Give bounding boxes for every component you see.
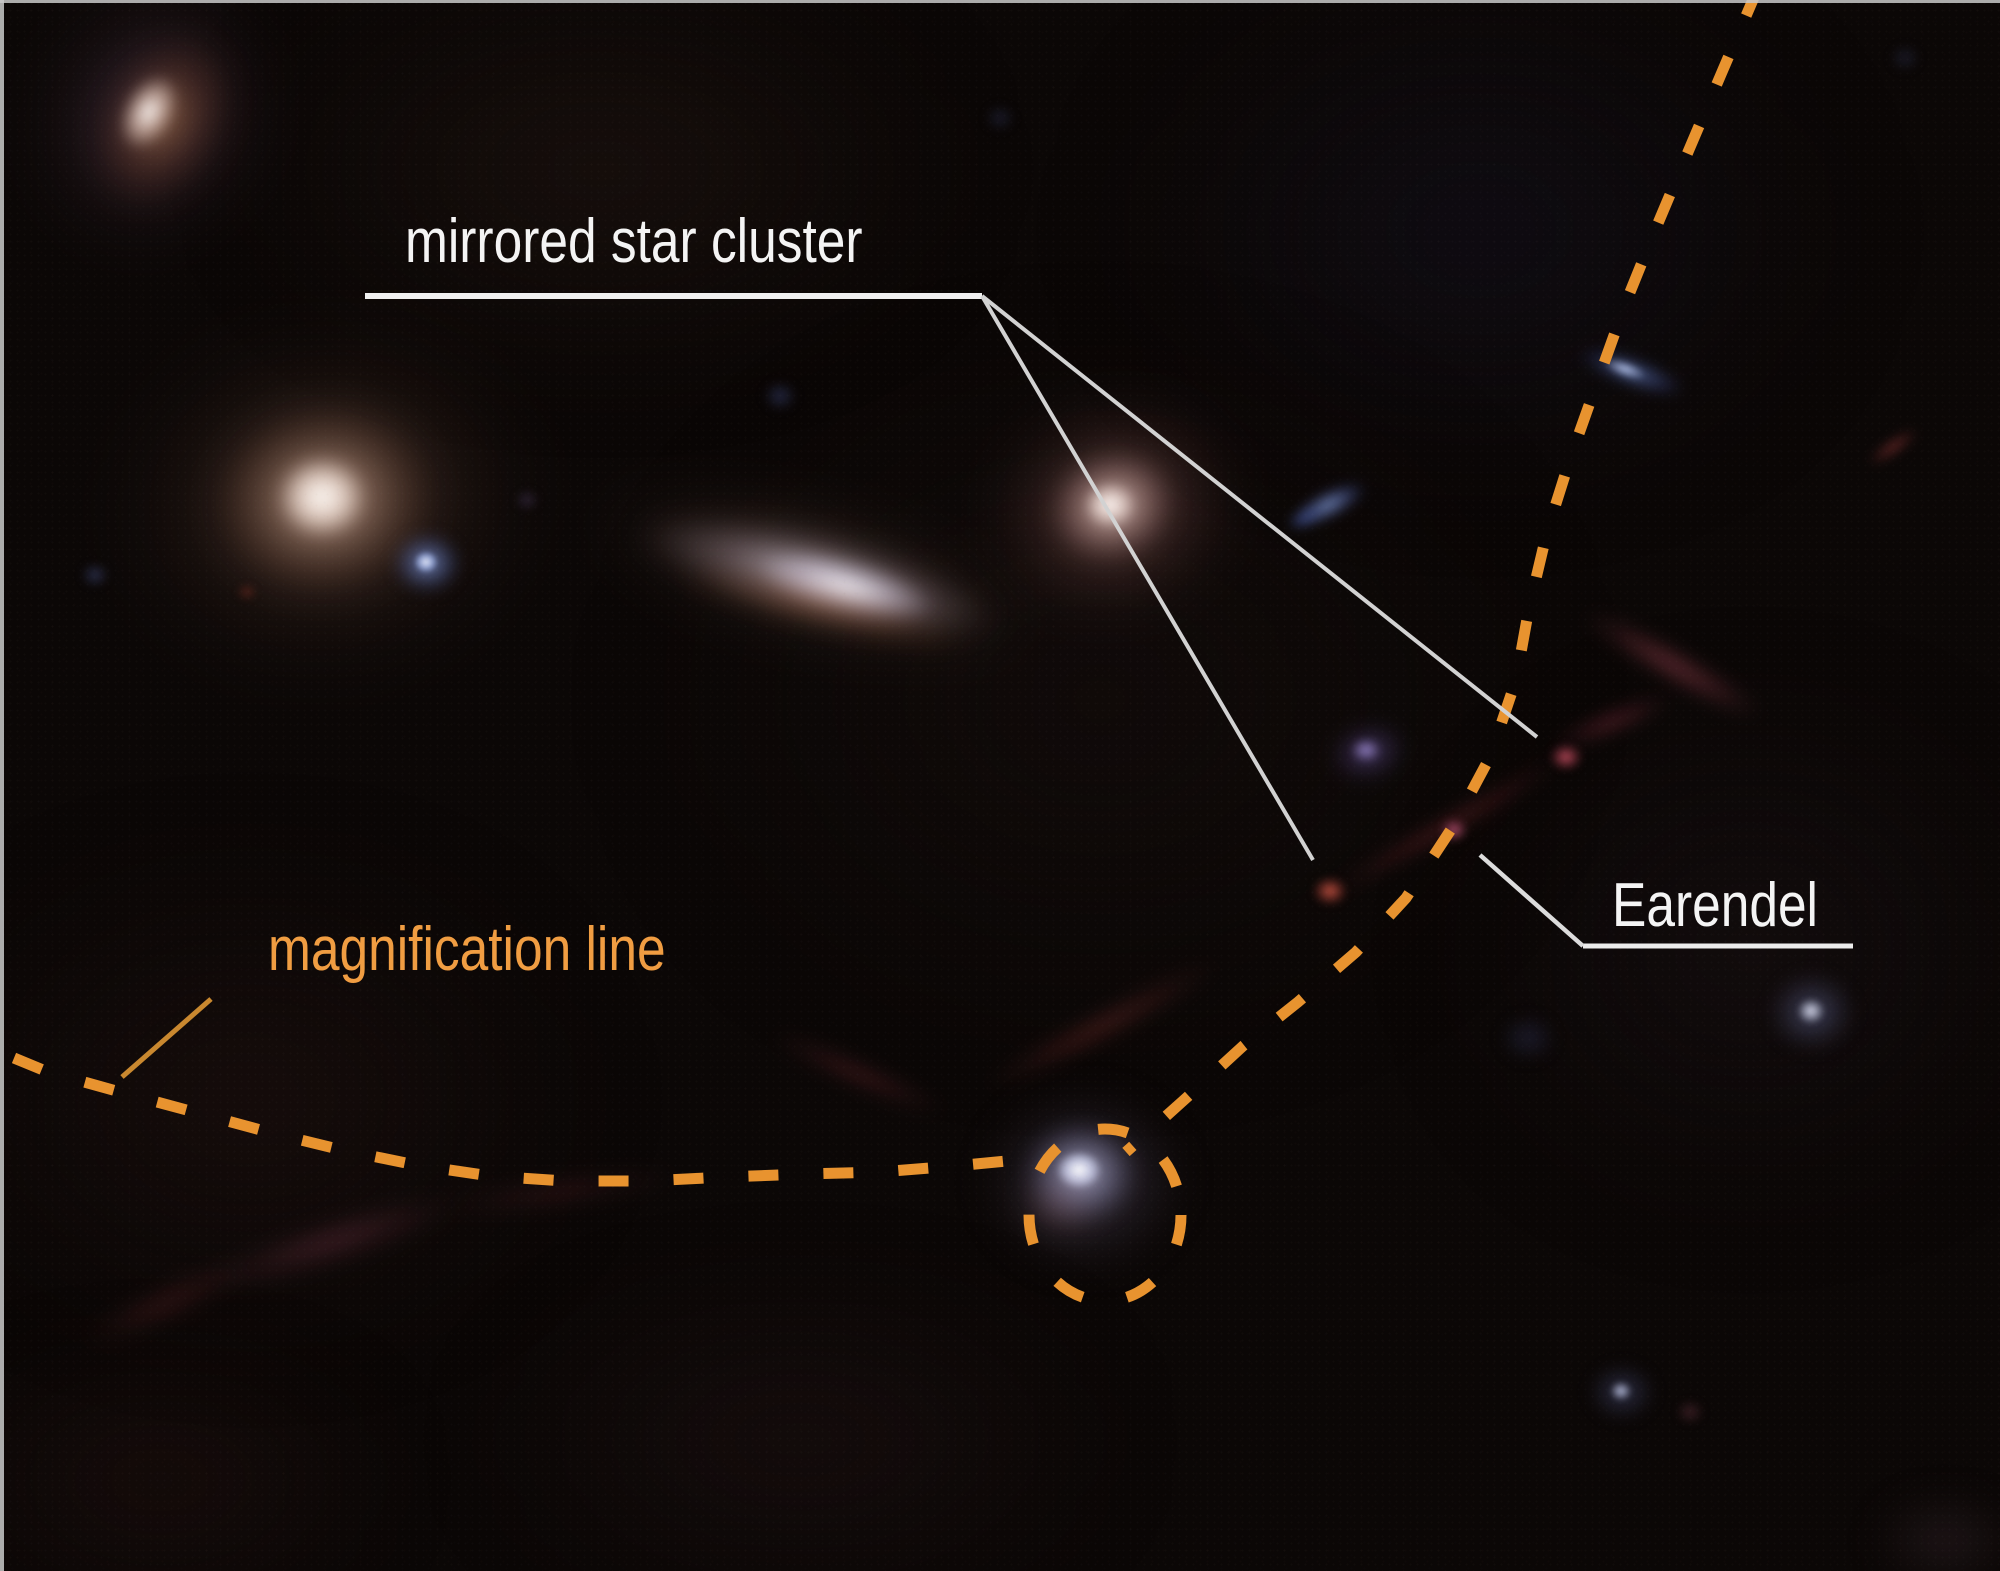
frame-edge-left — [0, 0, 4, 1571]
magnification-pointer — [120, 997, 213, 1079]
mirrored-star-cluster-label: mirrored star cluster — [405, 207, 863, 276]
mirrored-callout-left — [980, 294, 1315, 862]
earendel-pointer — [1478, 853, 1585, 948]
magnification-line-dashed-left — [11, 1052, 1029, 1187]
magnification-line-dashed-upper — [1122, 0, 1759, 1157]
mirrored-callout-right — [980, 294, 1539, 739]
earendel-label: Earendel — [1612, 871, 1818, 940]
frame-edge-top — [0, 0, 2000, 3]
magnification-line-label: magnification line — [268, 915, 666, 984]
magnification-line-dashed-circle — [1023, 1123, 1187, 1307]
